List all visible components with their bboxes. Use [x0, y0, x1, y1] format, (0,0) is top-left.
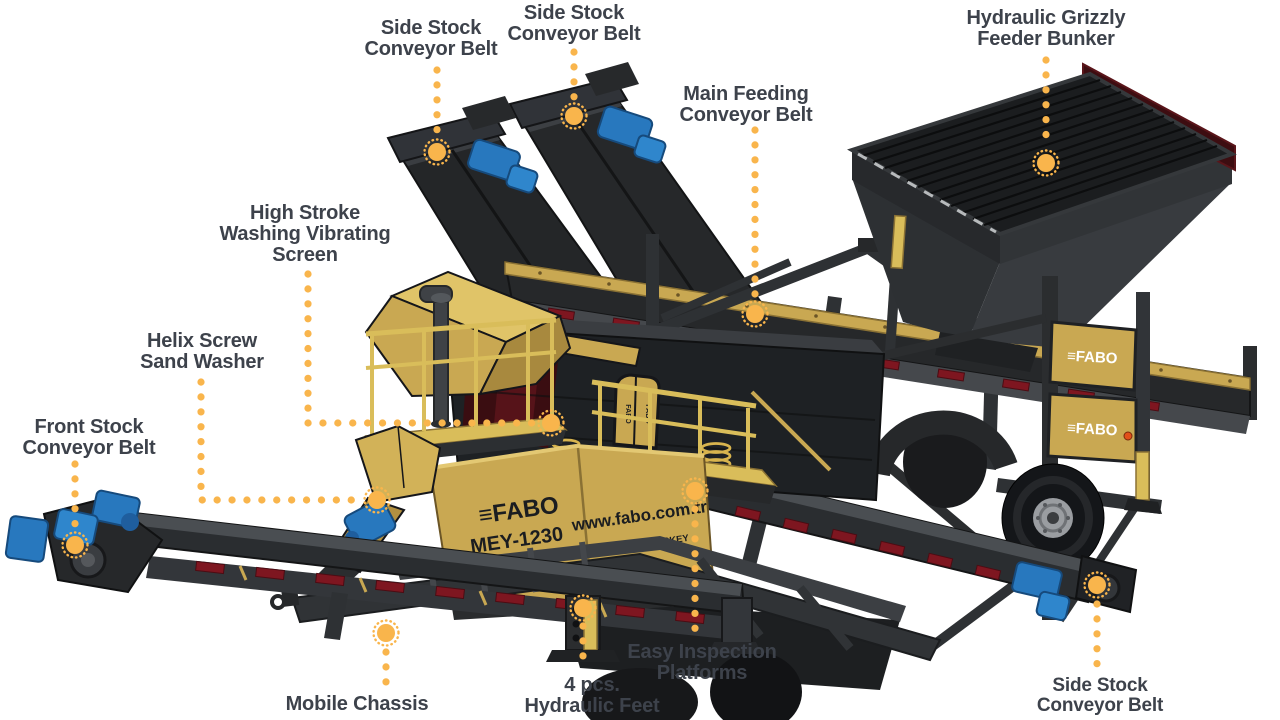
- callout-helix-washer: Helix Screw Sand Washer: [140, 330, 264, 373]
- callout-main-feeding: Main Feeding Conveyor Belt: [679, 83, 813, 126]
- marker-hydraulic-feet: [569, 594, 597, 622]
- callout-side-stock-center: Side Stock Conveyor Belt: [507, 2, 641, 45]
- fabo-logo-text: ≡FABO: [1067, 348, 1119, 368]
- marker-main-feeding: [741, 300, 769, 328]
- grizzly-grid: [847, 71, 1237, 237]
- rear-axle-wheels: [866, 410, 1105, 573]
- rear-hydraulic-leg: [1135, 451, 1150, 501]
- center-wheel: [710, 652, 802, 720]
- drive-motor-blue: [4, 489, 141, 563]
- marker-side-stock-right: [1083, 571, 1111, 599]
- return-rollers: [195, 560, 706, 625]
- leader-helix-washer: [197, 378, 362, 504]
- callout-easy-inspection: Easy Inspection Platforms: [627, 641, 777, 684]
- callout-front-stock: Front Stock Conveyor Belt: [22, 416, 156, 459]
- callout-markers: [61, 102, 1111, 647]
- fabo-panel-upper: ≡FABO: [1048, 320, 1138, 392]
- callout-vibrating-screen: High Stroke Washing Vibrating Screen: [219, 202, 391, 266]
- drive-motor-blue: [467, 138, 539, 194]
- wheel-fender: [866, 410, 1018, 477]
- hopper-hydraulic-cylinder: [890, 214, 907, 270]
- callout-side-stock-left: Side Stock Conveyor Belt: [364, 17, 498, 60]
- door-brand-text: FABO: [644, 404, 651, 424]
- callout-overlay: [71, 48, 1101, 694]
- callout-mobile-chassis: Mobile Chassis: [285, 693, 429, 715]
- marker-front-stock: [61, 531, 89, 559]
- marker-side-stock-center: [560, 102, 588, 130]
- hydraulic-foot-rear: [708, 597, 762, 654]
- tail-light: [1123, 431, 1133, 441]
- door-brand-text: FABO: [624, 404, 631, 424]
- marker-side-stock-left: [423, 138, 451, 166]
- marker-helix-washer: [363, 486, 391, 514]
- drive-motor-blue: [596, 105, 667, 164]
- fabo-panel-lower: ≡FABO: [1046, 392, 1138, 464]
- drive-motor-blue: [1011, 561, 1071, 622]
- main-wheel: [1001, 463, 1105, 573]
- leader-vibrating-screen: [304, 270, 537, 427]
- callout-grizzly-feeder: Hydraulic Grizzly Feeder Bunker: [966, 7, 1126, 50]
- marker-easy-inspection: [681, 477, 709, 505]
- callout-side-stock-right: Side Stock Conveyor Belt: [1036, 675, 1164, 716]
- marker-mobile-chassis: [372, 619, 400, 647]
- marker-grizzly-feeder: [1032, 149, 1060, 177]
- fabo-logo-text: ≡FABO: [1067, 420, 1119, 440]
- center-wheel: [582, 668, 698, 720]
- marker-vibrating-screen: [537, 409, 565, 437]
- callout-hydraulic-feet: 4 pcs. Hydraulic Feet: [524, 674, 660, 717]
